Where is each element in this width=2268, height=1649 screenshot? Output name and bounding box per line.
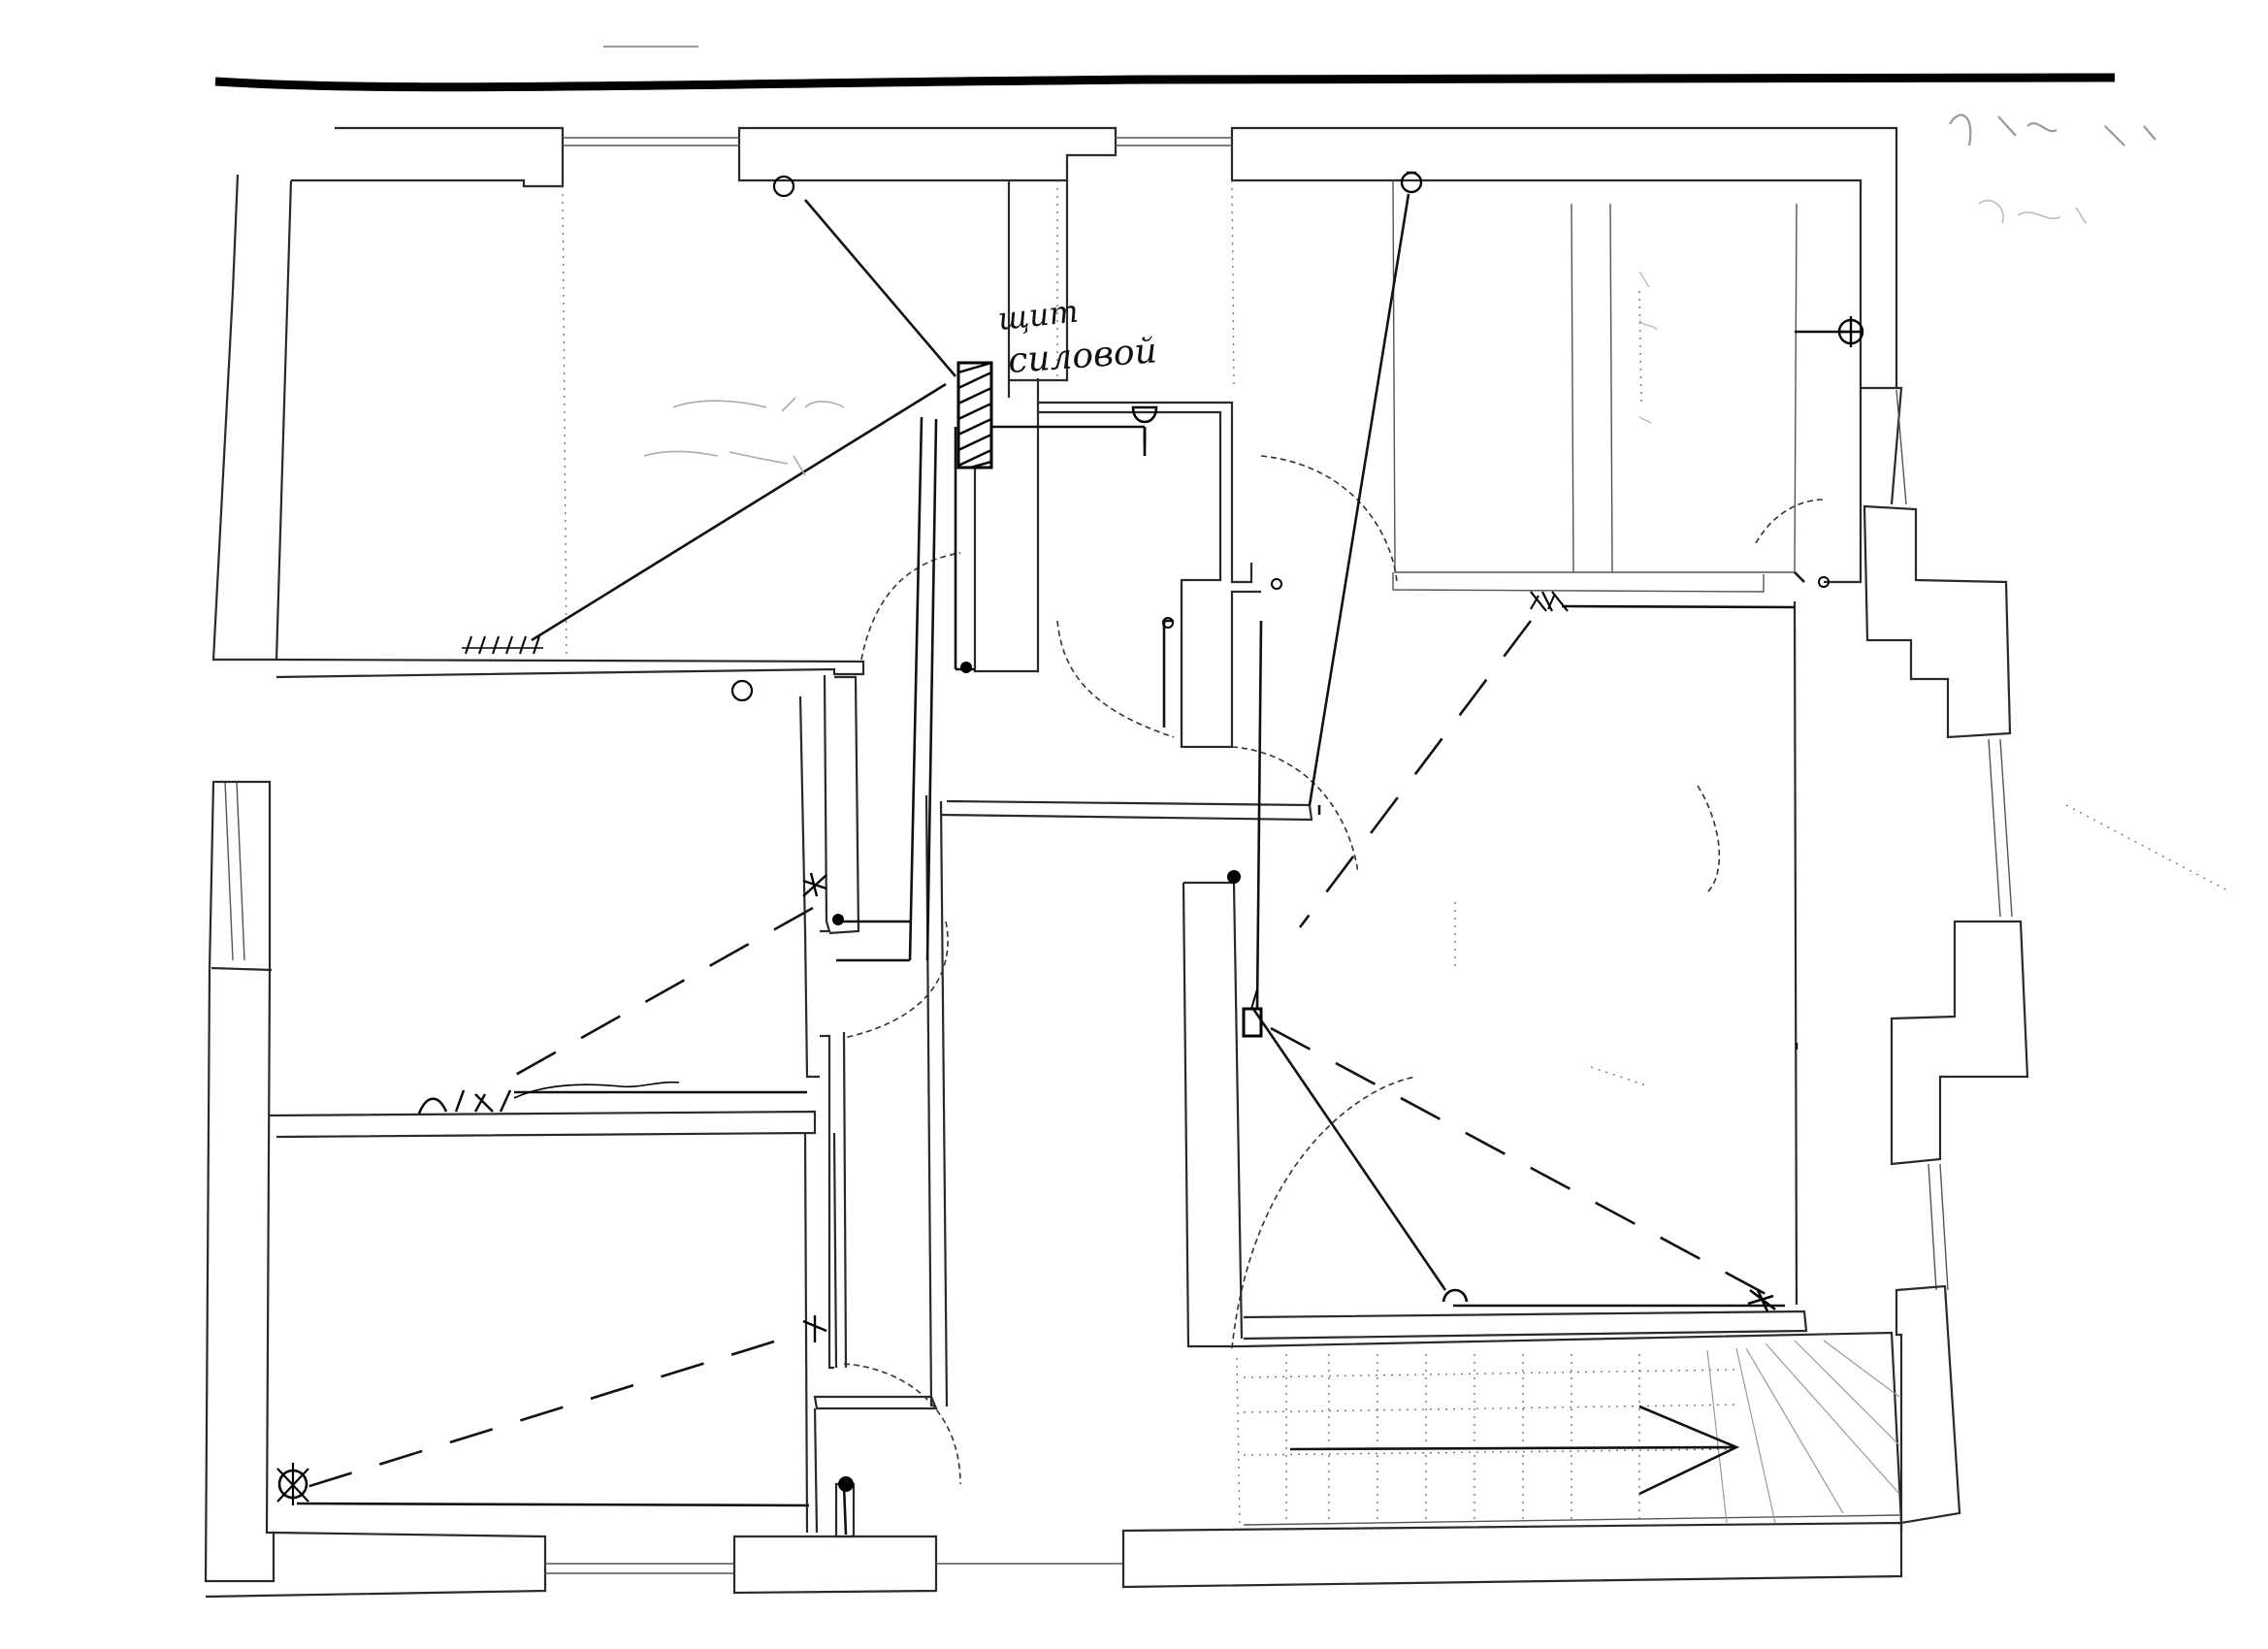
panel-label-line2: силовой bbox=[1007, 331, 1158, 381]
lamp-icon bbox=[802, 872, 827, 897]
lamp-icon bbox=[802, 1315, 827, 1342]
socket-icon bbox=[1131, 405, 1158, 456]
power-panel-icon bbox=[956, 361, 993, 469]
lamp-icon bbox=[1747, 1288, 1776, 1312]
door-swings bbox=[843, 455, 1825, 1485]
switch-icon bbox=[832, 914, 844, 925]
outer-walls bbox=[204, 126, 2029, 1599]
wall-markings bbox=[417, 595, 1555, 1115]
panel-label-line1: щит bbox=[996, 292, 1081, 337]
staircase bbox=[1289, 1340, 1900, 1524]
pencil-notes bbox=[643, 113, 2156, 476]
lamp-icon bbox=[1530, 591, 1569, 612]
interior-walls bbox=[269, 179, 1903, 1538]
lamp-icon bbox=[1242, 988, 1263, 1038]
socket-icon bbox=[772, 175, 795, 198]
switch-icon bbox=[838, 1476, 854, 1492]
switch-icon bbox=[1271, 578, 1282, 590]
switch-icon bbox=[960, 662, 972, 673]
stair-arrow bbox=[1289, 1405, 1740, 1496]
switch-icon bbox=[1818, 576, 1830, 588]
switch-icon bbox=[1162, 617, 1174, 629]
switch-icon bbox=[1227, 870, 1241, 884]
top-edge-line bbox=[214, 73, 2116, 92]
socket-icon bbox=[1837, 316, 1864, 347]
lamp-icon bbox=[276, 1463, 309, 1505]
wiring bbox=[290, 193, 1848, 1536]
construction-lines bbox=[562, 179, 2232, 1526]
socket-icon bbox=[1442, 1288, 1469, 1303]
socket-icon bbox=[1400, 171, 1423, 194]
socket-icon bbox=[730, 679, 754, 702]
